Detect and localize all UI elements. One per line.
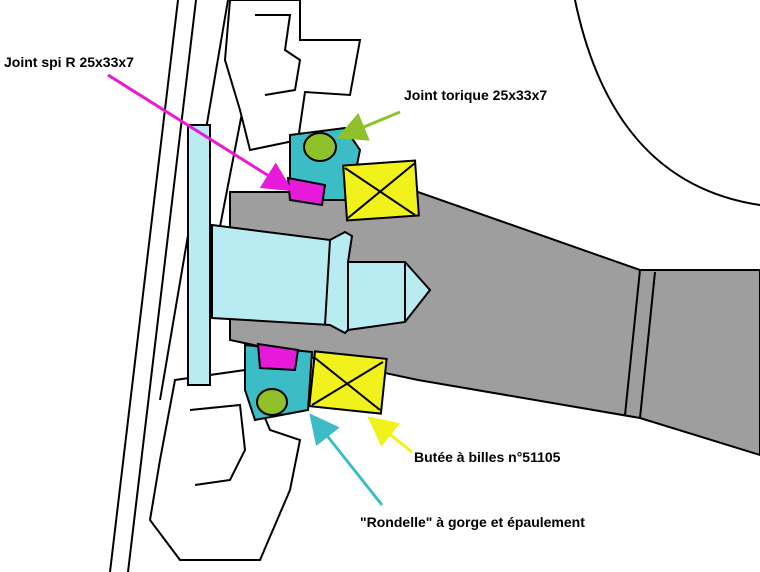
arrow-rondelle [309,413,384,506]
central-shaft [187,124,432,386]
arrow-joint-spi [107,73,294,192]
o-ring-lower [256,388,288,416]
label-joint-torique: Joint torique 25x33x7 [404,87,548,103]
label-joint-spi: Joint spi R 25x33x7 [4,54,134,70]
spi-seal-upper [286,176,327,207]
spi-seal-lower [256,342,300,372]
lower-seal-group [244,342,388,422]
label-rondelle: "Rondelle" à gorge et épaulement [360,514,585,530]
arrow-joint-torique [336,110,401,141]
label-butee: Butée à billes n°51105 [414,449,561,465]
arrow-butee [367,416,413,454]
upper-seal-group [286,126,420,222]
housing-curve [574,0,760,206]
thrust-bearing-lower [308,350,388,415]
thrust-bearing-upper [342,159,420,222]
o-ring-upper [303,132,337,162]
gear-teeth-top [223,0,362,152]
